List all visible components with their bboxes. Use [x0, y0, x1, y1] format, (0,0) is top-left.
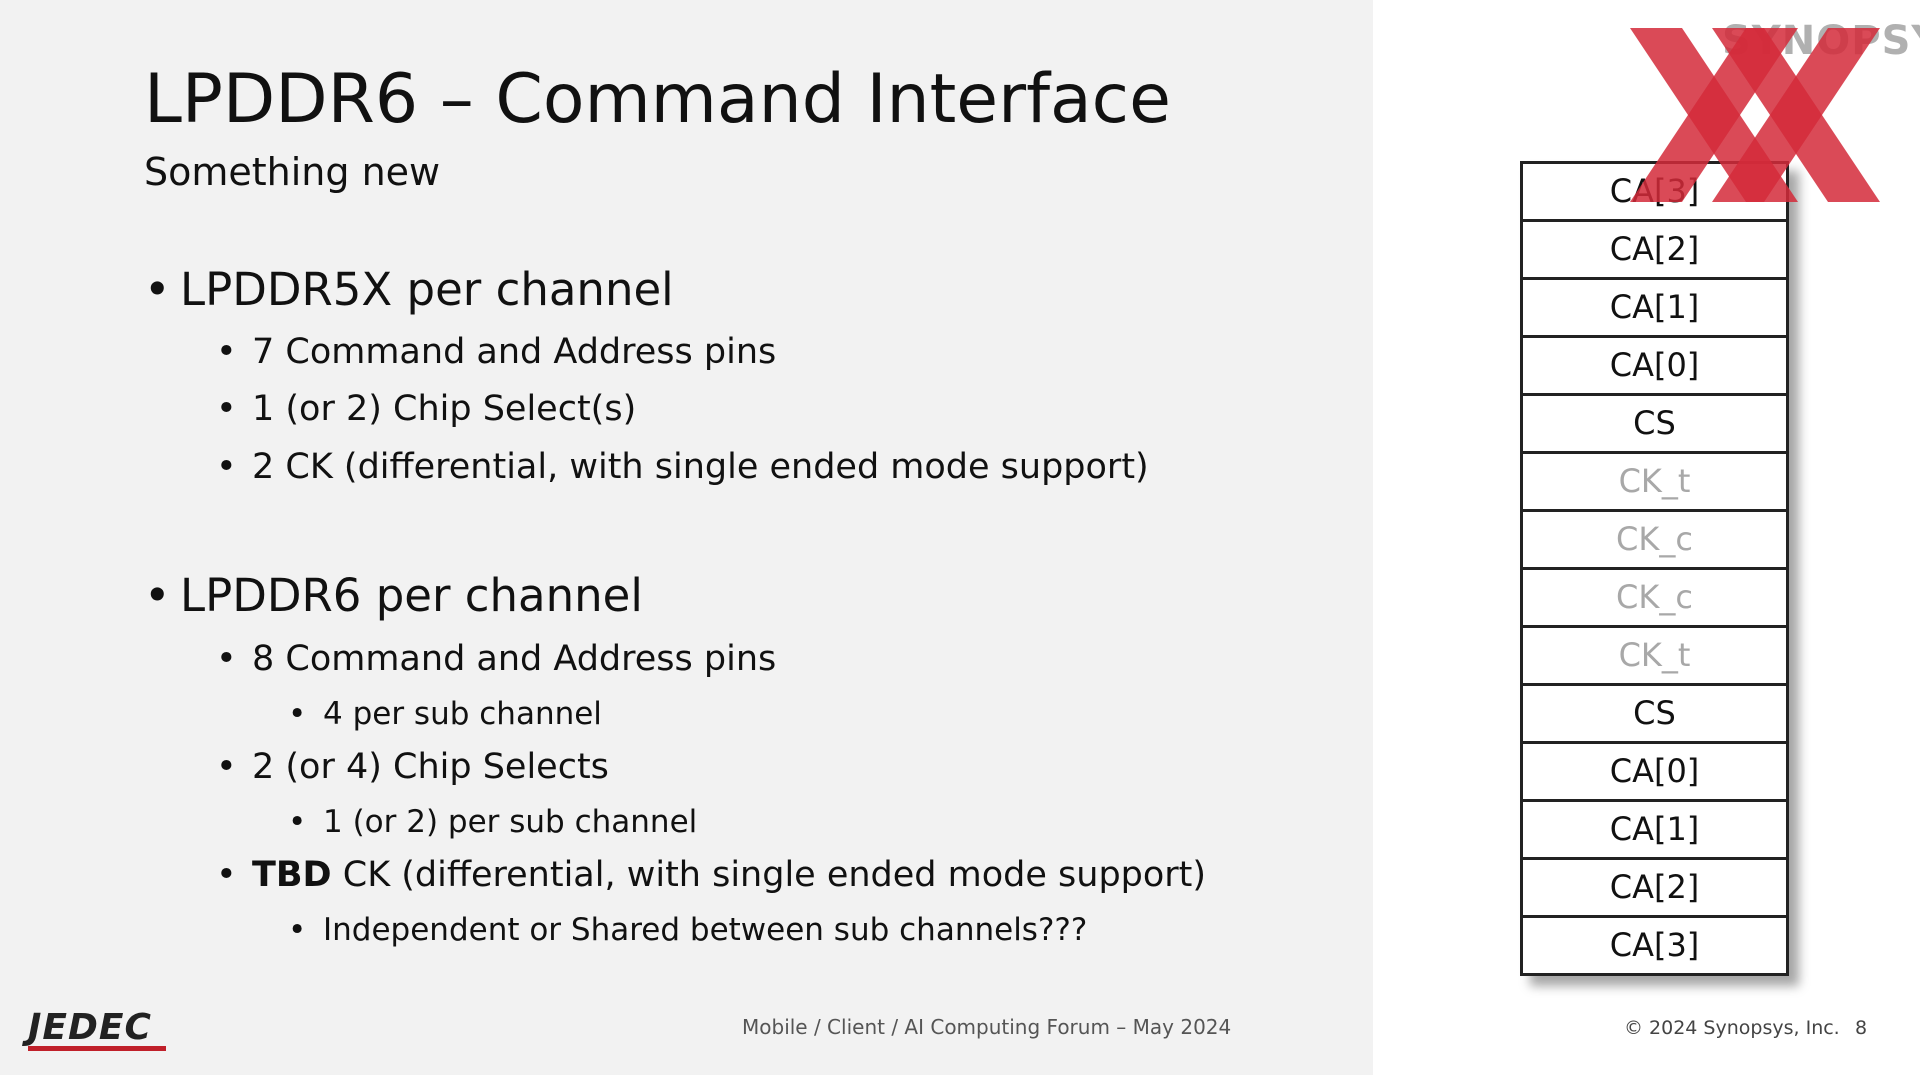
pin-cell: CA[2]	[1520, 222, 1789, 280]
bullet-lpddr5x-chip-select: • 1 (or 2) Chip Select(s)	[216, 387, 636, 431]
bullet-dot: •	[288, 696, 307, 732]
pin-cell: CK_t	[1520, 454, 1789, 512]
bullet-tbd-emphasis: TBD	[252, 855, 332, 895]
footer-copyright: © 2024 Synopsys, Inc.	[1624, 1017, 1840, 1039]
bullet-dot: •	[288, 912, 307, 948]
bullet-text: Independent or Shared between sub channe…	[323, 912, 1088, 948]
pin-stack-diagram: CA[3]CA[2]CA[1]CA[0]CSCK_tCK_cCK_cCK_tCS…	[1520, 161, 1789, 976]
bullet-dot: •	[288, 804, 307, 840]
bullet-lpddr5x-ck: • 2 CK (differential, with single ended …	[216, 445, 1149, 489]
bullet-lpddr6-cs-per-sub: • 1 (or 2) per sub channel	[288, 802, 697, 842]
footer-event: Mobile / Client / AI Computing Forum – M…	[742, 1015, 1232, 1039]
bullet-lpddr6-heading: • LPDDR6 per channel	[144, 568, 643, 624]
page-number: 8	[1855, 1017, 1868, 1039]
bullet-dot: •	[216, 332, 237, 372]
slide-subtitle: Something new	[144, 150, 441, 194]
bullet-lpddr5x-ca-pins: • 7 Command and Address pins	[216, 330, 776, 374]
slide-title: LPDDR6 – Command Interface	[144, 60, 1171, 139]
bullet-text: 7 Command and Address pins	[252, 332, 777, 372]
bullet-lpddr6-ck-shared: • Independent or Shared between sub chan…	[288, 910, 1087, 950]
bullet-lpddr5x-heading: • LPDDR5X per channel	[144, 262, 674, 318]
bullet-text: 4 per sub channel	[323, 696, 602, 732]
bullet-text: 2 (or 4) Chip Selects	[252, 747, 609, 787]
pin-cell: CA[1]	[1520, 802, 1789, 860]
bullet-text: LPDDR6 per channel	[180, 569, 643, 622]
pin-cell: CA[0]	[1520, 744, 1789, 802]
bullet-text: 2 CK (differential, with single ended mo…	[252, 447, 1149, 487]
pin-cell: CA[1]	[1520, 280, 1789, 338]
bullet-lpddr6-chip-selects: • 2 (or 4) Chip Selects	[216, 745, 609, 789]
pin-cell: CK_c	[1520, 512, 1789, 570]
bullet-text: 1 (or 2) per sub channel	[323, 804, 698, 840]
bullet-dot: •	[216, 747, 237, 787]
pin-cell: CA[3]	[1520, 918, 1789, 976]
bullet-lpddr6-ca-per-sub: • 4 per sub channel	[288, 694, 602, 734]
bullet-text: LPDDR5X per channel	[180, 263, 674, 316]
bullet-dot: •	[144, 569, 171, 622]
bullet-text: 1 (or 2) Chip Select(s)	[252, 389, 637, 429]
bullet-text: CK (differential, with single ended mode…	[342, 855, 1207, 895]
pin-cell: CA[2]	[1520, 860, 1789, 918]
bullet-dot: •	[216, 639, 237, 679]
red-cross-icon	[1630, 28, 1880, 202]
pin-cell: CA[0]	[1520, 338, 1789, 396]
bullet-text: 8 Command and Address pins	[252, 639, 777, 679]
jedec-logo: JEDEC	[28, 1010, 166, 1051]
pin-cell: CK_c	[1520, 570, 1789, 628]
bullet-dot: •	[216, 855, 237, 895]
bullet-lpddr6-ca-pins: • 8 Command and Address pins	[216, 637, 776, 681]
pin-cell: CS	[1520, 686, 1789, 744]
bullet-text	[332, 853, 343, 897]
bullet-dot: •	[216, 389, 237, 429]
pin-cell: CK_t	[1520, 628, 1789, 686]
pin-cell: CS	[1520, 396, 1789, 454]
slide-content-area	[0, 0, 1373, 1075]
bullet-lpddr6-ck: • TBD CK (differential, with single ende…	[216, 853, 1206, 897]
bullet-dot: •	[216, 447, 237, 487]
bullet-dot: •	[144, 263, 171, 316]
